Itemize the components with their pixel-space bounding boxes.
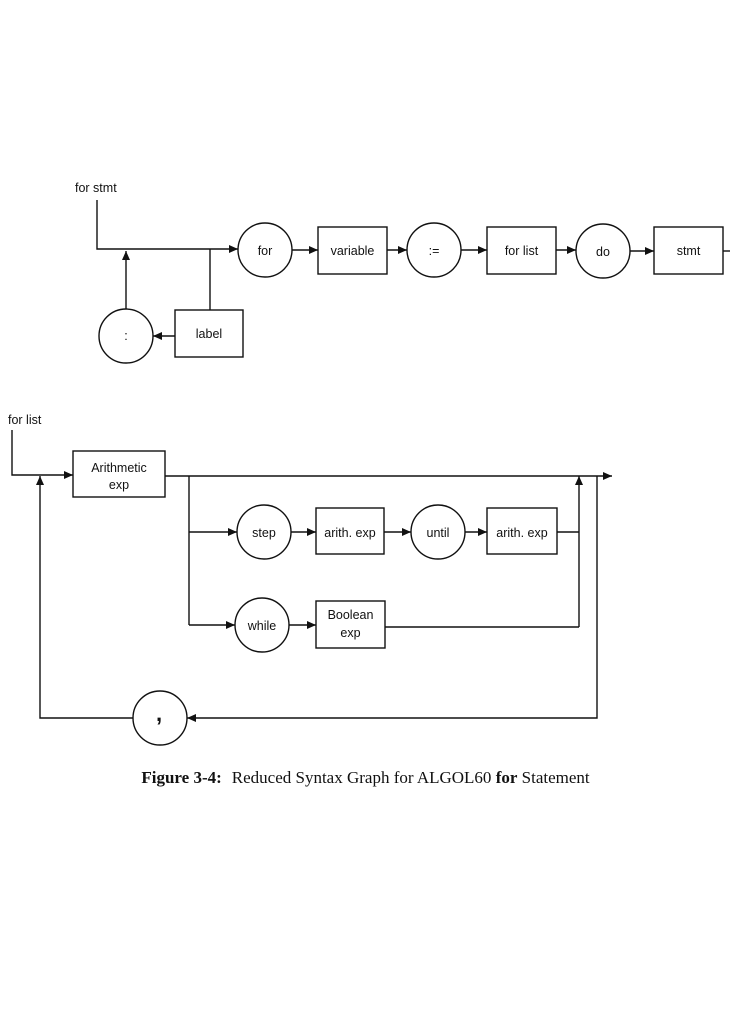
arrow-to-arith-a [307,528,316,536]
for-list-node-label: for list [505,244,539,258]
arith-exp-a-node [315,507,385,555]
boolean-exp-label-line1: Boolean [328,608,374,622]
arrow-exit [603,472,612,480]
arrow-to-forlist [478,246,487,254]
comma-node-label: , [156,701,162,726]
boolean-exp-node [315,600,386,649]
label-node [174,309,244,358]
arrow-merge-up [575,476,583,485]
for-list-node [486,226,557,275]
while-node-label: while [247,619,277,633]
arrow-colon-back [122,251,130,260]
line-loop-down [187,476,598,719]
colon-node-label: : [124,329,127,343]
caption-text-before: Reduced Syntax Graph for ALGOL60 [231,768,496,787]
arrow-to-stmt [645,247,654,255]
arrow-to-do [567,246,576,254]
caption-text-after: Statement [517,768,590,787]
assign-node-label: := [429,244,440,258]
for-list-diagram: for list Arithmetic exp step arith. exp … [8,413,612,746]
arrow-to-variable [309,246,318,254]
arrow-to-arith-b [478,528,487,536]
arrow-loop-back [36,476,44,485]
boolean-exp-label-line2: exp [340,626,360,640]
arithmetic-exp-label-line2: exp [109,478,129,492]
line-comma-back [39,476,133,719]
for-list-entry-line [11,430,73,476]
arrow-to-for [229,245,238,253]
arrow-to-step [228,528,237,536]
arrow-to-while [226,621,235,629]
step-node-label: step [252,526,276,540]
figure-number: Figure 3-4: [141,768,222,787]
for-stmt-heading: for stmt [75,181,117,195]
for-node-label: for [258,244,273,258]
arrow-to-colon [153,332,162,340]
caption-keyword: for [495,768,518,787]
variable-node-label: variable [331,244,375,258]
figure-caption: Figure 3-4: Reduced Syntax Graph for ALGO… [0,768,731,788]
arithmetic-exp-label-line1: Arithmetic [91,461,147,475]
arith-exp-a-label: arith. exp [324,526,375,540]
arith-exp-b-node [486,507,558,555]
for-stmt-diagram: for stmt for variable := for list do st [75,181,730,364]
arrow-to-assign [398,246,407,254]
arith-exp-b-label: arith. exp [496,526,547,540]
arrow-to-boolean [307,621,316,629]
label-node-label: label [196,327,222,341]
arithmetic-exp-node [72,450,166,498]
until-node-label: until [427,526,450,540]
arrow-to-comma [187,714,196,722]
variable-node [317,226,388,275]
for-list-heading: for list [8,413,42,427]
do-node-label: do [596,245,610,259]
arrow-to-until [402,528,411,536]
for-stmt-entry-line [96,200,238,250]
arrow-to-arith-exp [64,471,73,479]
stmt-node-label: stmt [677,244,701,258]
